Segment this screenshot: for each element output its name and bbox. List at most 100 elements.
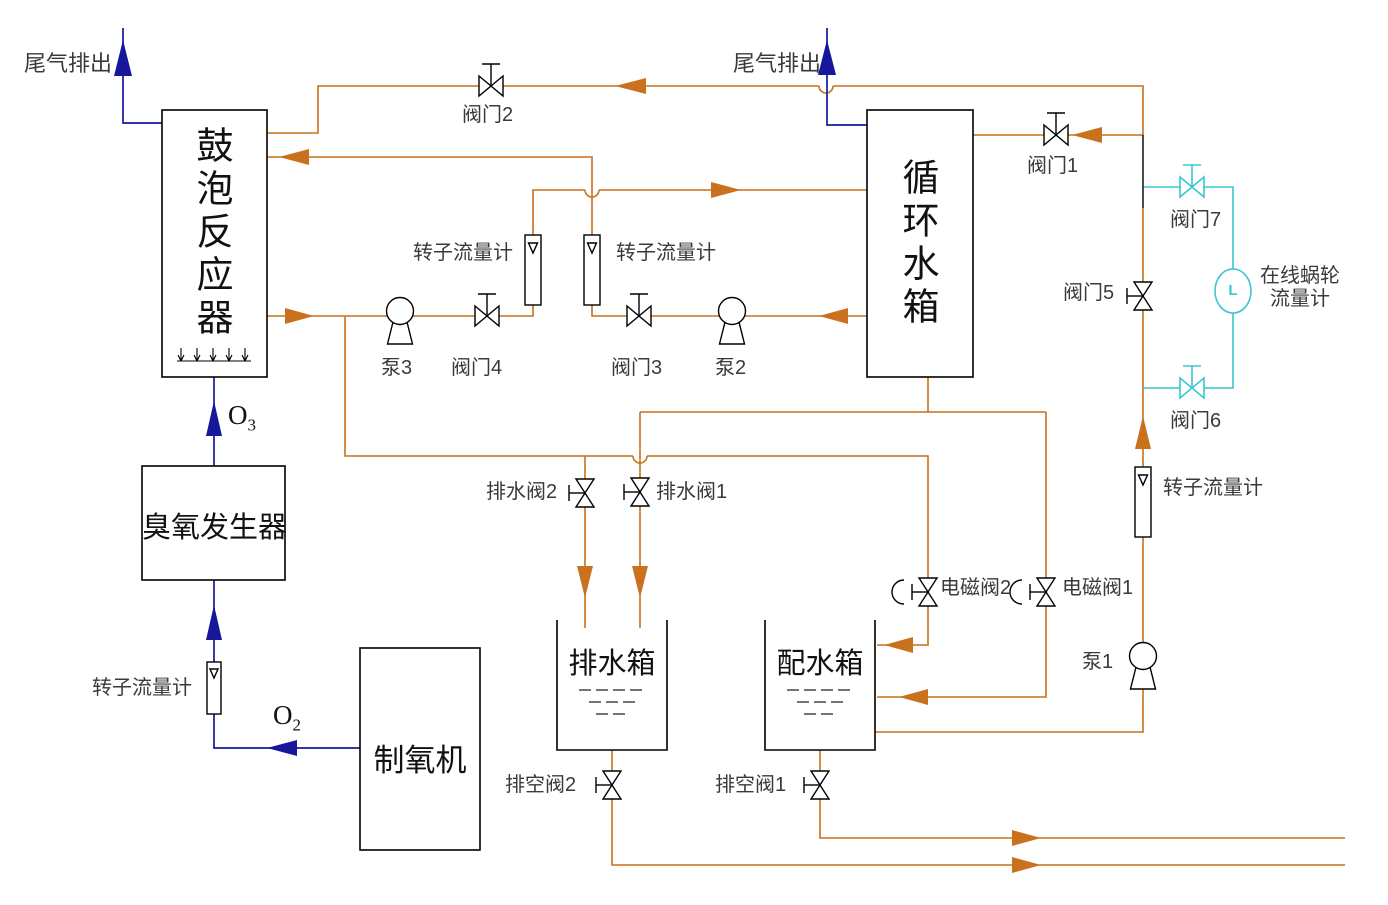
arrow-left-into-dist-tank-upper bbox=[884, 637, 913, 653]
dist-tank-label: 配水箱 bbox=[776, 648, 864, 680]
valve7-icon bbox=[1179, 164, 1205, 198]
valve6-label: 阀门6 bbox=[1170, 410, 1222, 432]
valve4-icon bbox=[474, 293, 500, 327]
pipe-into-reactor bbox=[267, 156, 593, 235]
valve3-label: 阀门3 bbox=[611, 357, 663, 379]
valve5-icon bbox=[1126, 281, 1153, 311]
bubble-reactor-label: 鼓泡反应器 bbox=[191, 126, 232, 341]
pipe-reactor-pump3-rotameter1 bbox=[267, 305, 534, 317]
vent-valve2-label: 排空阀2 bbox=[505, 774, 577, 796]
tail-gas-right-label: 尾气排出 bbox=[733, 51, 822, 76]
rotameter-oxygen-label: 转子流量计 bbox=[92, 677, 192, 699]
valve1-icon bbox=[1043, 112, 1069, 146]
valve6-icon bbox=[1179, 365, 1205, 399]
solenoid-valve2-icon bbox=[891, 577, 938, 607]
rotameter-feed-icon bbox=[1134, 466, 1152, 538]
pump1-icon bbox=[1128, 641, 1158, 690]
solenoid-valve1-label: 电磁阀1 bbox=[1062, 577, 1134, 599]
ozone-symbol: O bbox=[228, 400, 248, 430]
arrow-up-o2-riser bbox=[206, 605, 222, 640]
pump3-label: 泵3 bbox=[381, 357, 413, 379]
rotameter-top-left-icon bbox=[524, 234, 542, 306]
drain-valve1-icon bbox=[623, 477, 650, 507]
sparger-icon bbox=[177, 348, 251, 362]
bubble-reactor-box bbox=[161, 109, 268, 378]
pump3-icon bbox=[385, 296, 415, 345]
valve2-icon bbox=[478, 63, 504, 97]
drain-tank-level-marks bbox=[579, 689, 645, 715]
valve4-label: 阀门4 bbox=[451, 357, 503, 379]
circulating-tank-box bbox=[866, 109, 974, 378]
flow-arrows-gas bbox=[114, 40, 836, 756]
drain-tank-label: 排水箱 bbox=[568, 648, 656, 680]
arrow-left-valve2-line bbox=[615, 78, 646, 94]
arrow-left-o2 bbox=[267, 740, 297, 756]
dist-tank-shape bbox=[764, 620, 876, 751]
pipe-tank-bottom-header bbox=[639, 377, 1047, 698]
turbine-flowmeter-icon bbox=[1214, 268, 1252, 314]
rotameter-top-left-label: 转子流量计 bbox=[413, 242, 513, 264]
ozone-stream-label: O3 bbox=[228, 400, 256, 435]
pump2-label: 泵2 bbox=[715, 357, 747, 379]
oxygen-generator-label: 制氧机 bbox=[373, 743, 467, 778]
arrow-down-drain2 bbox=[577, 566, 593, 598]
drain-tank-shape bbox=[556, 620, 668, 751]
vent-valve1-icon bbox=[803, 770, 830, 800]
pipe-reactor-to-valve2-line bbox=[267, 85, 1144, 135]
arrow-up-o3 bbox=[206, 401, 222, 436]
ozone-generator-label: 臭氧发生器 bbox=[142, 512, 288, 544]
vent-valve2-icon bbox=[595, 770, 622, 800]
turbine-dial-letter: L bbox=[1228, 282, 1238, 299]
arrow-right-into-tank bbox=[711, 182, 741, 198]
circulating-tank-label: 循环水箱 bbox=[897, 158, 938, 330]
pipe-dist-tank-outlet bbox=[819, 750, 1345, 839]
arrow-left-valve1-line bbox=[1072, 127, 1102, 143]
drain-valve2-label: 排水阀2 bbox=[486, 481, 558, 503]
turbine-flowmeter-label: 在线蜗轮 流量计 bbox=[1252, 265, 1348, 311]
pipe-drain-tank-outlet bbox=[611, 750, 1345, 866]
pipe-rotameter1-to-tank bbox=[532, 189, 867, 235]
valve7-label: 阀门7 bbox=[1170, 209, 1222, 231]
pipe-rotameter2-pump2-tank bbox=[591, 305, 867, 317]
solenoid-valve1-icon bbox=[1009, 577, 1056, 607]
pipe-hop-arcs bbox=[584, 85, 834, 464]
rotameter-feed-label: 转子流量计 bbox=[1163, 477, 1263, 499]
arrow-left-into-reactor bbox=[279, 149, 309, 165]
pump1-label: 泵1 bbox=[1082, 651, 1114, 673]
ozone-subscript: 3 bbox=[247, 415, 257, 435]
valve3-icon bbox=[626, 293, 652, 327]
arrow-down-drain1 bbox=[632, 566, 648, 598]
arrow-left-into-dist-tank-lower bbox=[899, 689, 928, 705]
arrow-right-drain-outlet bbox=[1012, 857, 1041, 873]
arrow-right-dist-outlet bbox=[1012, 830, 1041, 846]
drain-valve2-icon bbox=[568, 478, 595, 508]
arrow-up-tail-gas-right bbox=[818, 40, 836, 75]
turbine-flowmeter-label-line1: 在线蜗轮 bbox=[1260, 265, 1340, 287]
turbine-flowmeter-label-line2: 流量计 bbox=[1270, 288, 1330, 310]
dist-tank-level-marks bbox=[787, 689, 853, 715]
arrow-up-tail-gas-left bbox=[114, 40, 132, 76]
oxygen-subscript: 2 bbox=[292, 715, 302, 735]
pipe-right-main-riser bbox=[875, 208, 1144, 733]
arrow-left-tank-outlet bbox=[819, 308, 848, 324]
rotameter-oxygen-icon bbox=[206, 661, 222, 715]
rotameter-top-right-icon bbox=[583, 234, 601, 306]
pump2-icon bbox=[717, 296, 747, 345]
flow-arrows-water bbox=[279, 78, 1151, 873]
pipe-tail-gas-right bbox=[826, 28, 867, 126]
solenoid-valve2-label: 电磁阀2 bbox=[940, 577, 1012, 599]
ozone-generator-box bbox=[141, 465, 286, 581]
drain-valve1-label: 排水阀1 bbox=[656, 481, 728, 503]
oxygen-generator-box bbox=[359, 647, 481, 851]
tail-gas-left-label: 尾气排出 bbox=[24, 51, 113, 76]
vent-valve1-label: 排空阀1 bbox=[715, 774, 787, 796]
arrow-right-reactor-outlet bbox=[285, 308, 314, 324]
valve1-label: 阀门1 bbox=[1027, 155, 1079, 177]
arrow-up-riser bbox=[1135, 416, 1151, 449]
valve2-label: 阀门2 bbox=[462, 104, 514, 126]
oxygen-stream-label: O2 bbox=[273, 700, 301, 735]
valve5-label: 阀门5 bbox=[1063, 282, 1115, 304]
oxygen-symbol: O bbox=[273, 700, 293, 730]
